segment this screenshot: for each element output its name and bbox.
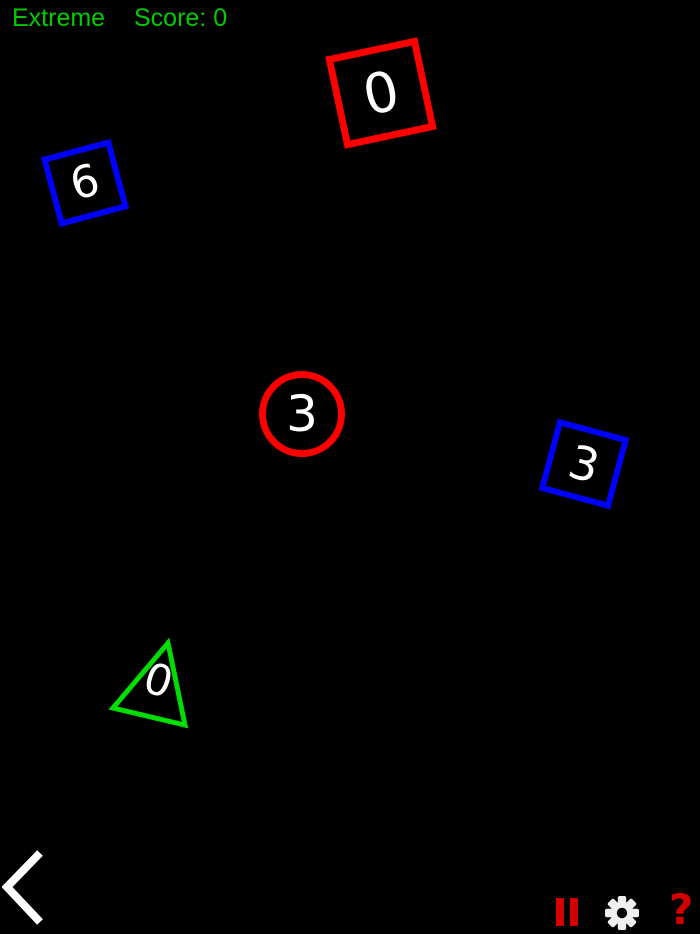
target-red-square[interactable]: 0 [325,37,437,149]
shape-value: 3 [286,385,318,443]
target-blue-square-right[interactable]: 3 [538,418,630,510]
shape-value: 0 [357,57,405,128]
help-button[interactable]: ? [669,889,693,931]
target-blue-square-left[interactable]: 6 [40,138,130,228]
pause-button[interactable] [556,898,578,926]
difficulty-label: Extreme [12,4,106,32]
score-label: Score: 0 [134,4,228,32]
chevron-left-icon [1,850,43,925]
pause-icon [570,898,578,926]
back-button[interactable] [1,845,52,930]
target-green-triangle[interactable]: 0 [100,630,210,740]
triangle-outline-icon [108,637,189,729]
settings-button[interactable] [604,895,640,931]
gear-icon [605,896,639,930]
target-red-circle[interactable]: 3 [259,371,345,457]
pause-icon [556,898,564,926]
shape-value: 6 [64,154,105,211]
help-label: ? [669,885,694,934]
shape-value: 3 [562,434,606,494]
